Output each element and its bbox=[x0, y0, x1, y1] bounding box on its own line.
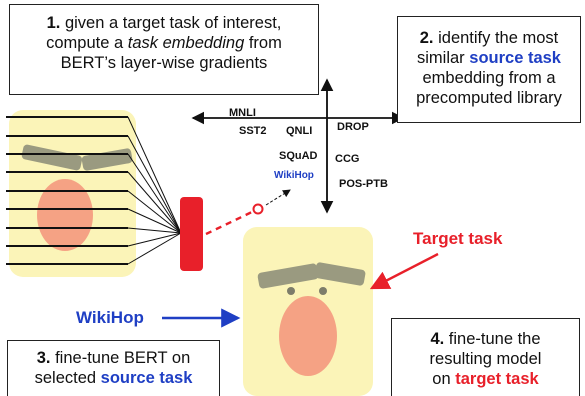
task-label-ccg: CCG bbox=[335, 153, 360, 165]
task-label-wikihop: WikiHop bbox=[274, 170, 314, 181]
step4-target-task: target task bbox=[455, 370, 539, 388]
task-label-mnli: MNLI bbox=[229, 107, 256, 119]
step4-text-b: resulting model bbox=[429, 350, 542, 368]
task-label-squad: SQuAD bbox=[279, 150, 318, 162]
step4-box: 4. fine-tune the resulting model on targ… bbox=[391, 318, 580, 396]
target-task-label: Target task bbox=[413, 229, 503, 248]
step2-number: 2. bbox=[419, 29, 434, 47]
target-embedding-point bbox=[252, 203, 264, 215]
red-dashed-link bbox=[205, 209, 255, 236]
step1-box: 1. given a target task of interest, comp… bbox=[9, 4, 319, 95]
step3-number: 3. bbox=[36, 349, 51, 367]
step1-text-d: BERT’s layer-wise gradients bbox=[60, 54, 268, 72]
step4-text-a: fine-tune the bbox=[444, 330, 541, 348]
task-label-drop: DROP bbox=[337, 121, 369, 133]
step2-box: 2. identify the most similar source task… bbox=[397, 16, 581, 123]
embedding-axes bbox=[191, 78, 405, 214]
step3-source-task: source task bbox=[100, 369, 193, 387]
step3-text-b: selected bbox=[34, 369, 101, 387]
step1-text-a: given a target task of interest, bbox=[60, 14, 282, 32]
step1-number: 1. bbox=[46, 14, 61, 32]
task-label-qnli: QNLI bbox=[286, 125, 313, 137]
bert-face-finetuned bbox=[243, 227, 373, 396]
nearest-source-arrow bbox=[265, 189, 291, 206]
gradient-fan-lines bbox=[127, 116, 182, 265]
step2-text-a: identify the most bbox=[433, 29, 559, 47]
step1-text-c: from bbox=[244, 34, 282, 52]
layer-lines bbox=[6, 116, 128, 265]
task-embedding-bar bbox=[180, 197, 203, 271]
step4-text-c: on bbox=[432, 370, 456, 388]
step2-text-c: embedding from a bbox=[422, 69, 556, 87]
task-label-sst2: SST2 bbox=[239, 125, 267, 137]
step1-text-b: compute a bbox=[46, 34, 128, 52]
step3-text-a: fine-tune BERT on bbox=[50, 349, 191, 367]
step2-text-d: precomputed library bbox=[416, 89, 562, 107]
step2-text-b: similar bbox=[417, 49, 470, 67]
bert-face-layers bbox=[9, 110, 136, 277]
target-task-arrow bbox=[369, 252, 439, 290]
step4-number: 4. bbox=[430, 330, 445, 348]
wikihop-source-label: WikiHop bbox=[76, 308, 144, 327]
step1-text-em: task embedding bbox=[127, 34, 245, 52]
step2-source-task: source task bbox=[469, 49, 561, 67]
task-label-pos-ptb: POS-PTB bbox=[339, 178, 388, 190]
step3-box: 3. fine-tune BERT on selected source tas… bbox=[7, 340, 220, 396]
